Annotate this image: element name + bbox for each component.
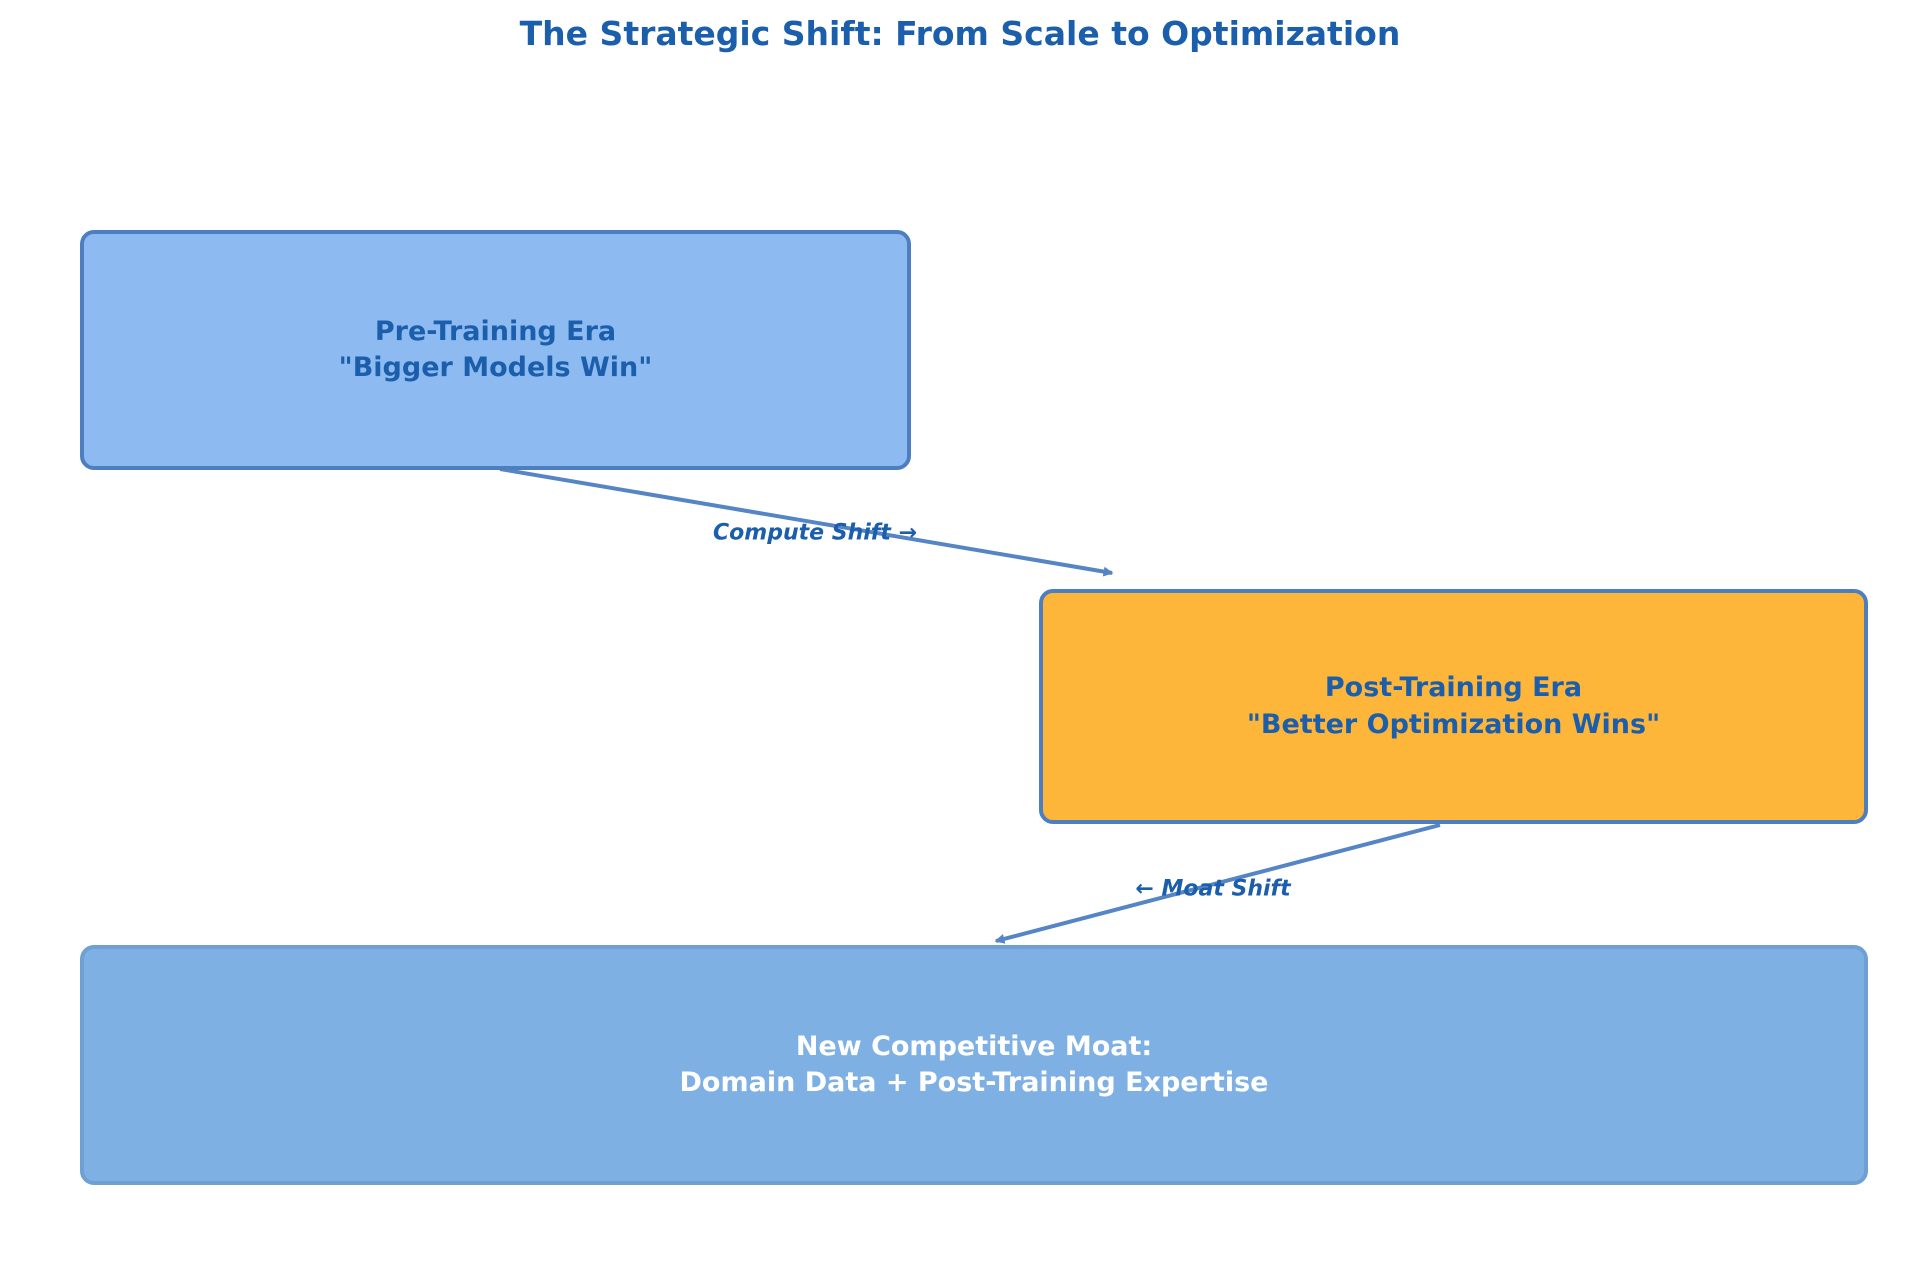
diagram-title: The Strategic Shift: From Scale to Optim… [519,14,1401,53]
post-training-era-line2: "Better Optimization Wins" [1246,708,1661,740]
competitive-moat-line1: New Competitive Moat: [795,1030,1153,1062]
post-training-era-box: Post-Training Era "Better Optimization W… [1039,589,1868,824]
pre-training-era-box: Pre-Training Era "Bigger Models Win" [80,230,911,470]
moat-shift-label: ← Moat Shift [1135,876,1291,902]
pre-training-era-line1: Pre-Training Era [374,315,617,347]
pre-training-era-line2: "Bigger Models Win" [338,352,653,383]
competitive-moat-line2: Domain Data + Post-Training Expertise [679,1067,1269,1098]
compute-shift-label: Compute Shift → [713,520,917,546]
competitive-moat-box: New Competitive Moat: Domain Data + Post… [80,945,1868,1185]
post-training-era-line1: Post-Training Era [1324,672,1583,704]
